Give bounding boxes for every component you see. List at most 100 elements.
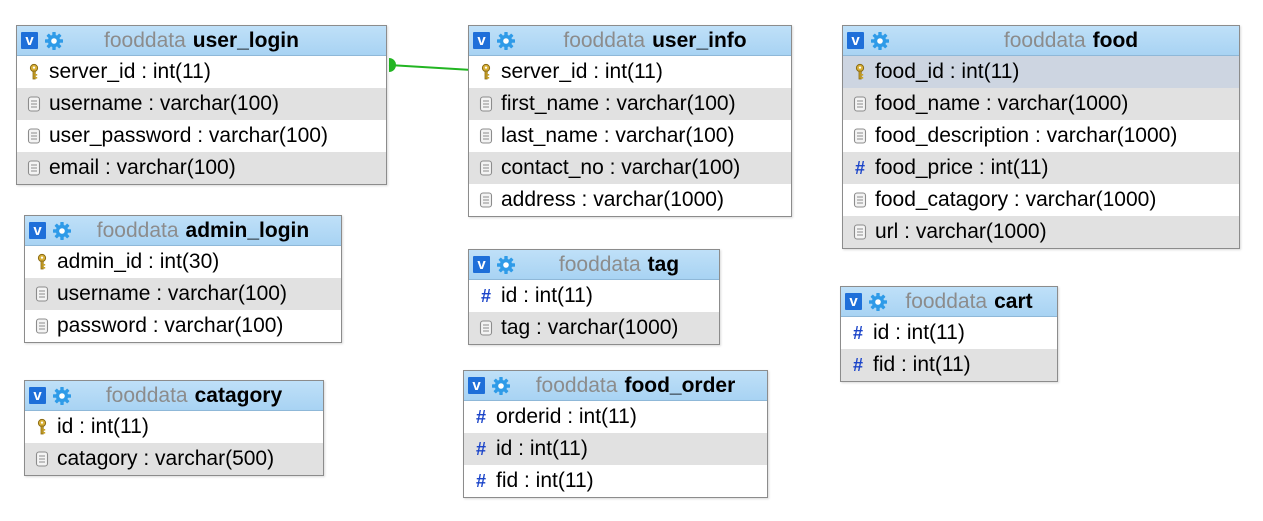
hash-icon: #	[475, 471, 486, 491]
gear-icon[interactable]	[868, 292, 888, 312]
table-admin-login[interactable]: v fooddata admin_login admin_id : int(30…	[24, 215, 342, 343]
column-row[interactable]: id : int(11)	[25, 411, 323, 443]
gear-icon[interactable]	[44, 31, 64, 51]
column-label: id : int(11)	[496, 437, 588, 460]
table-header[interactable]: v fooddata food_order	[464, 371, 767, 401]
column-icon	[851, 127, 869, 145]
column-label: food_name : varchar(1000)	[875, 92, 1129, 115]
column-row[interactable]: catagory : varchar(500)	[25, 443, 323, 475]
column-label: url : varchar(1000)	[875, 220, 1047, 243]
column-row[interactable]: email : varchar(100)	[17, 152, 386, 184]
column-label: admin_id : int(30)	[57, 250, 220, 273]
gear-icon[interactable]	[496, 31, 516, 51]
gear-icon[interactable]	[52, 386, 72, 406]
column-label: fid : int(11)	[496, 469, 594, 492]
column-row[interactable]: admin_id : int(30)	[25, 246, 341, 278]
column-label: food_id : int(11)	[875, 60, 1020, 83]
column-row[interactable]: # fid : int(11)	[464, 465, 767, 497]
column-label: id : int(11)	[501, 284, 593, 307]
collapse-toggle-icon[interactable]: v	[29, 222, 46, 239]
column-label: username : varchar(100)	[57, 282, 287, 305]
collapse-toggle-icon[interactable]: v	[473, 256, 490, 273]
hash-icon: #	[475, 439, 486, 459]
column-row[interactable]: #food_price : int(11)	[843, 152, 1239, 184]
column-label: food_catagory : varchar(1000)	[875, 188, 1157, 211]
column-row[interactable]: server_id : int(11)	[17, 56, 386, 88]
table-header[interactable]: v fooddata admin_login	[25, 216, 341, 246]
table-name: admin_login	[185, 218, 310, 242]
database-name: fooddata	[905, 289, 988, 313]
table-header[interactable]: v fooddata user_info	[469, 26, 791, 56]
gear-icon[interactable]	[496, 255, 516, 275]
column-row[interactable]: server_id : int(11)	[469, 56, 791, 88]
column-row[interactable]: tag : varchar(1000)	[469, 312, 719, 344]
table-food[interactable]: v fooddata food food_id : int(11) food_na…	[842, 25, 1240, 249]
database-name: fooddata	[96, 218, 179, 242]
key-icon	[477, 63, 495, 81]
column-row[interactable]: last_name : varchar(100)	[469, 120, 791, 152]
table-header[interactable]: v fooddata food	[843, 26, 1239, 56]
column-label: catagory : varchar(500)	[57, 447, 275, 470]
table-user-info[interactable]: v fooddata user_info server_id : int(11)…	[468, 25, 792, 217]
table-header[interactable]: v fooddata tag	[469, 250, 719, 280]
column-label: id : int(11)	[57, 415, 149, 438]
table-header[interactable]: v fooddata cart	[841, 287, 1057, 317]
table-cart[interactable]: v fooddata cart #id : int(11)#fid : int(…	[840, 286, 1058, 382]
column-row[interactable]: food_id : int(11)	[843, 56, 1239, 88]
column-icon	[477, 191, 495, 209]
table-header[interactable]: v fooddata catagory	[25, 381, 323, 411]
column-row[interactable]: username : varchar(100)	[25, 278, 341, 310]
column-row[interactable]: #id : int(11)	[841, 317, 1057, 349]
table-name: food_order	[624, 373, 736, 397]
table-food-order[interactable]: v fooddata food_order #orderid : int(11)…	[463, 370, 768, 498]
column-label: food_description : varchar(1000)	[875, 124, 1178, 147]
column-icon	[477, 95, 495, 113]
column-row[interactable]: #orderid : int(11)	[464, 401, 767, 433]
collapse-toggle-icon[interactable]: v	[845, 293, 862, 310]
column-label: username : varchar(100)	[49, 92, 279, 115]
column-row[interactable]: food_description : varchar(1000)	[843, 120, 1239, 152]
column-icon	[477, 127, 495, 145]
column-label: food_price : int(11)	[875, 156, 1049, 179]
table-catagory[interactable]: v fooddata catagory id : int(11) catagory…	[24, 380, 324, 476]
column-icon	[33, 285, 51, 303]
column-row[interactable]: user_password : varchar(100)	[17, 120, 386, 152]
collapse-toggle-icon[interactable]: v	[21, 32, 38, 49]
column-row[interactable]: first_name : varchar(100)	[469, 88, 791, 120]
column-row[interactable]: food_catagory : varchar(1000)	[843, 184, 1239, 216]
column-row[interactable]: username : varchar(100)	[17, 88, 386, 120]
column-row[interactable]: food_name : varchar(1000)	[843, 88, 1239, 120]
table-name: user_login	[192, 28, 299, 52]
column-label: user_password : varchar(100)	[49, 124, 328, 147]
collapse-toggle-icon[interactable]: v	[847, 32, 864, 49]
column-icon	[25, 95, 43, 113]
column-row[interactable]: url : varchar(1000)	[843, 216, 1239, 248]
table-header[interactable]: v fooddata user_login	[17, 26, 386, 56]
gear-icon[interactable]	[491, 376, 511, 396]
column-icon	[477, 319, 495, 337]
collapse-toggle-icon[interactable]: v	[468, 377, 485, 394]
column-row[interactable]: address : varchar(1000)	[469, 184, 791, 216]
database-name: fooddata	[558, 252, 641, 276]
column-row[interactable]: contact_no : varchar(100)	[469, 152, 791, 184]
column-row[interactable]: # id : int(11)	[464, 433, 767, 465]
column-label: email : varchar(100)	[49, 156, 236, 179]
table-name: food	[1092, 28, 1139, 52]
column-icon	[25, 159, 43, 177]
key-icon	[33, 253, 51, 271]
table-name: cart	[994, 289, 1033, 313]
column-row[interactable]: #fid : int(11)	[841, 349, 1057, 381]
database-name: fooddata	[1003, 28, 1086, 52]
column-row[interactable]: #id : int(11)	[469, 280, 719, 312]
key-icon	[25, 63, 43, 81]
collapse-toggle-icon[interactable]: v	[29, 387, 46, 404]
column-icon	[477, 159, 495, 177]
table-user-login[interactable]: v fooddata user_login server_id : int(11…	[16, 25, 387, 185]
collapse-toggle-icon[interactable]: v	[473, 32, 490, 49]
gear-icon[interactable]	[870, 31, 890, 51]
table-tag[interactable]: v fooddata tag #id : int(11)tag : varcha…	[468, 249, 720, 345]
column-icon	[851, 223, 869, 241]
database-name: fooddata	[563, 28, 646, 52]
column-row[interactable]: password : varchar(100)	[25, 310, 341, 342]
gear-icon[interactable]	[52, 221, 72, 241]
